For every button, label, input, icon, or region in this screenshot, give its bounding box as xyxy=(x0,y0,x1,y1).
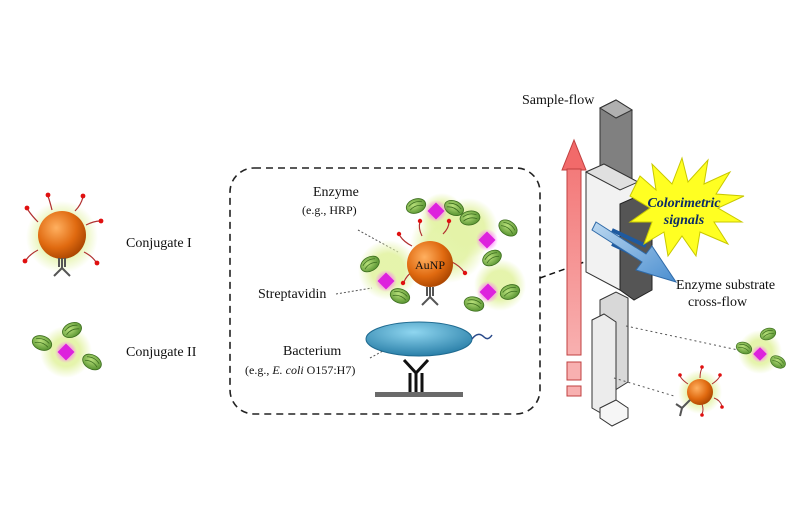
bacterium-ellipse xyxy=(365,321,493,357)
bacterium-label: Bacterium xyxy=(283,344,342,359)
starburst-icon: Colorimetric signals xyxy=(628,156,745,258)
detail-inset-box xyxy=(229,167,541,415)
signal-label-2: signals xyxy=(663,213,705,228)
arrow-right-icon xyxy=(591,221,678,283)
aunp-particle xyxy=(407,241,453,287)
capture-antibody-icon xyxy=(375,358,463,397)
arrow-up-icon xyxy=(561,138,587,397)
signal-label-1: Colorimetric xyxy=(647,196,721,211)
conjugate-2-small-icon xyxy=(734,325,789,374)
bacterium-example-label: (e.g., E. coli O157:H7) xyxy=(245,363,356,377)
sample-flow-label: Sample-flow xyxy=(522,93,595,108)
conjugate-1-small-icon xyxy=(675,365,724,417)
aunp-label: AuNP xyxy=(415,258,445,272)
aunp-complex: AuNP xyxy=(357,193,526,314)
substrate-label-2: cross-flow xyxy=(688,295,748,310)
enzyme-example-label: (e.g., HRP) xyxy=(302,203,357,217)
conjugate-2-label: Conjugate II xyxy=(126,345,197,360)
conjugate-1-icon xyxy=(22,192,104,277)
enzyme-label: Enzyme xyxy=(313,185,359,200)
substrate-label-1: Enzyme substrate xyxy=(676,278,776,293)
streptavidin-label: Streptavidin xyxy=(258,287,327,302)
conjugate-1-label: Conjugate I xyxy=(126,236,192,251)
conjugate-2-icon xyxy=(29,319,105,378)
